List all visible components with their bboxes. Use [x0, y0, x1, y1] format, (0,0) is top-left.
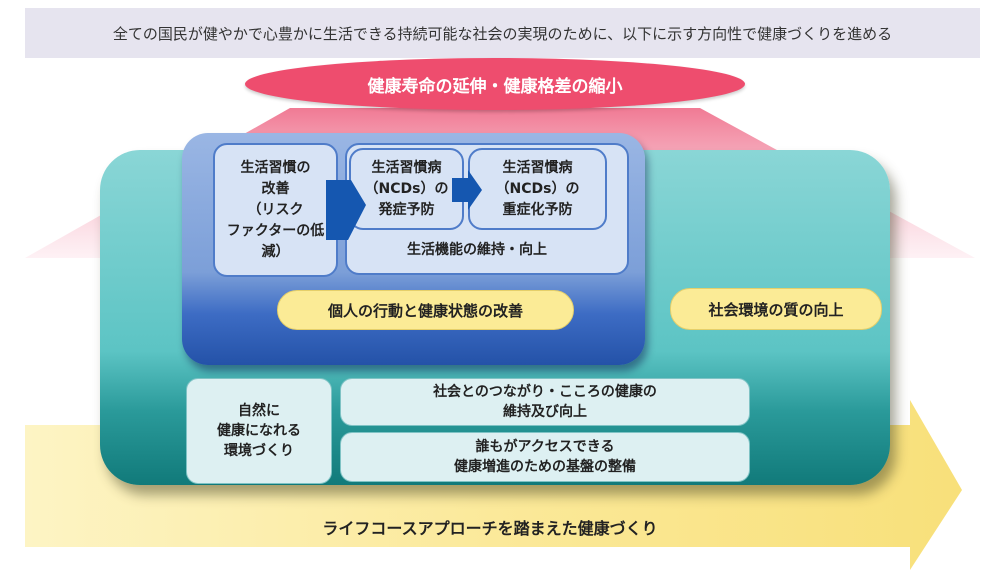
health-infrastructure-box: 誰もがアクセスできる 健康増進のための基盤の整備	[340, 432, 750, 482]
social-connection-box: 社会とのつながり・こころの健康の 維持及び向上	[340, 378, 750, 426]
vision-banner: 全ての国民が健やかで心豊かに生活できる持続可能な社会の実現のために、以下に示す方…	[25, 8, 980, 58]
text-line: 誰もがアクセスできる	[475, 439, 615, 455]
goal-ellipse: 健康寿命の延伸・健康格差の縮小	[245, 58, 745, 110]
natural-health-environment-box: 自然に 健康になれる 環境づくり	[186, 378, 332, 484]
text-line: 発症予防	[378, 201, 435, 218]
text-line: 重症化予防	[502, 201, 573, 218]
text-line: 健康になれる	[217, 423, 301, 439]
individual-label: 個人の行動と健康状態の改善	[327, 301, 523, 320]
social-label: 社会環境の質の向上	[708, 300, 844, 319]
lifecourse-text: ライフコースアプローチを踏まえた健康づくり	[322, 519, 658, 538]
text-line: 生活習慣の	[240, 159, 311, 176]
text-line: 生活習慣病	[371, 159, 442, 176]
ncd-onset-box: 生活習慣病 （NCDs）の 発症予防	[349, 148, 464, 230]
vision-text: 全ての国民が健やかで心豊かに生活できる持続可能な社会の実現のために、以下に示す方…	[112, 24, 893, 43]
individual-label-pill: 個人の行動と健康状態の改善	[277, 290, 574, 330]
text-line: 環境づくり	[224, 443, 294, 459]
text-line: 維持及び向上	[503, 404, 587, 420]
text-line: 健康増進のための基盤の整備	[454, 459, 636, 475]
text-line: 自然に	[238, 403, 280, 419]
function-text: 生活機能の維持・向上	[407, 242, 547, 258]
text-line: 社会とのつながり・こころの健康の	[433, 384, 657, 400]
text-line: 生活習慣病	[502, 159, 573, 176]
social-label-pill: 社会環境の質の向上	[670, 288, 882, 330]
arrow-right-icon	[452, 170, 482, 210]
text-line: 改善	[261, 180, 290, 197]
text-line: （リスク	[247, 201, 304, 218]
lifestyle-improvement-box: 生活習慣の 改善 （リスク ファクターの低減）	[213, 143, 338, 277]
goal-text: 健康寿命の延伸・健康格差の縮小	[367, 76, 623, 97]
ncd-severity-box: 生活習慣病 （NCDs）の 重症化予防	[468, 148, 607, 230]
lifecourse-label: ライフコースアプローチを踏まえた健康づくり	[200, 510, 780, 544]
arrow-right-icon	[326, 180, 366, 240]
text-line: （NCDs）の	[364, 180, 449, 197]
text-line: （NCDs）の	[495, 180, 580, 197]
text-line: ファクターの低減）	[226, 222, 325, 260]
